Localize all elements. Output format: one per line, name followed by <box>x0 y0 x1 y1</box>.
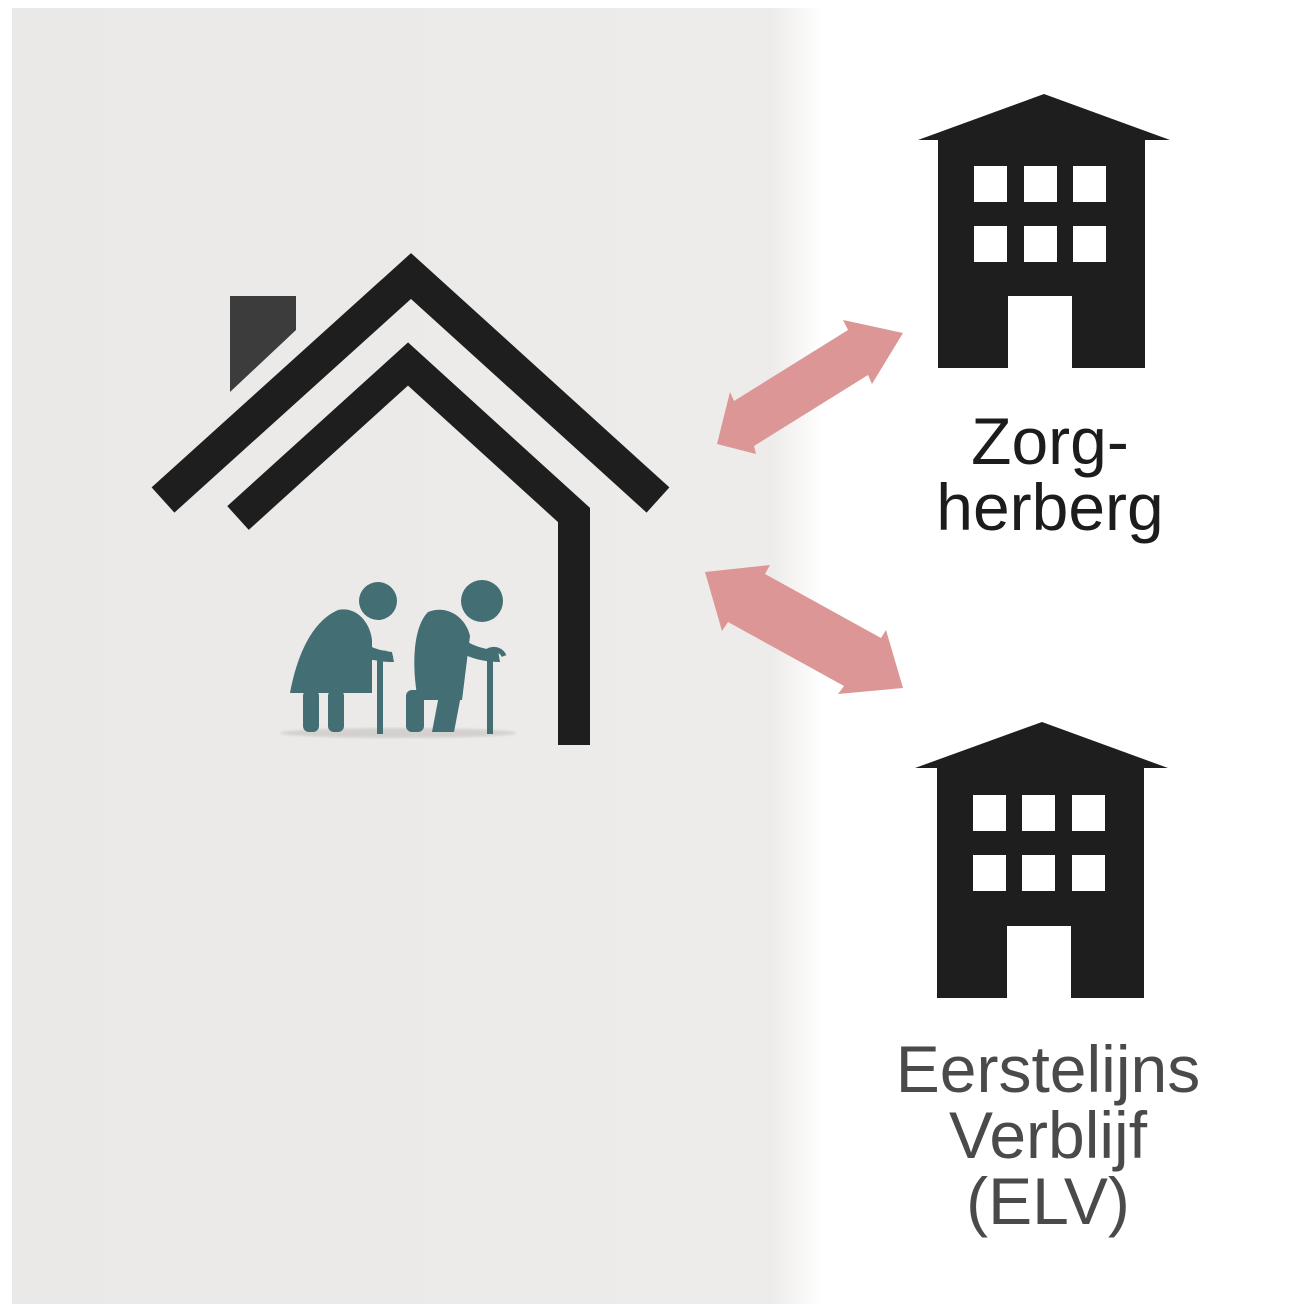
building-icon <box>918 94 1170 368</box>
arrow-home-to-zorgherberg <box>717 320 903 454</box>
inner-roof-and-wall <box>227 342 590 745</box>
outer-roof <box>151 253 670 513</box>
arrow-home-to-elv <box>705 565 903 694</box>
elv-label-line: Eerstelijns <box>895 1032 1201 1106</box>
elv-label-line: Verblijf <box>948 1098 1148 1172</box>
zorgherberg-label-line: herberg <box>936 470 1164 544</box>
zorgherberg-label-line: Zorg- <box>971 404 1129 478</box>
elv-label: Eerstelijns Verblijf (ELV) <box>848 1036 1248 1234</box>
building-icon <box>915 722 1168 998</box>
zorgherberg-label: Zorg- herberg <box>900 408 1200 540</box>
chimney-shape <box>230 296 296 392</box>
house-icon <box>151 253 670 745</box>
elv-label-line: (ELV) <box>966 1164 1130 1238</box>
elderly-couple-icon <box>280 580 516 738</box>
